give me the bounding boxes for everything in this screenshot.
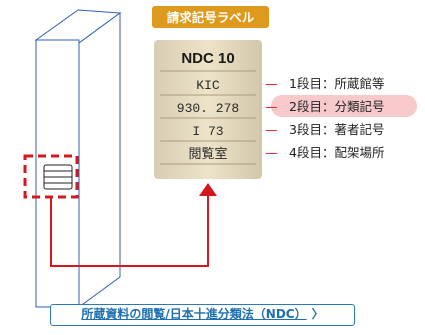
sticker-row-ndc: NDC 10 <box>181 50 234 67</box>
connector-arrow <box>50 183 217 267</box>
label-text-1: 1段目：所蔵館等 <box>289 76 384 91</box>
sticker-row-4: 閲覧室 <box>188 146 227 162</box>
spine-label <box>43 164 73 190</box>
label-dash-1: — <box>265 76 278 91</box>
label-dash-4: — <box>265 145 278 160</box>
label-sticker: NDC 10 KIC 930. 278 I 73 閲覧室 <box>154 40 262 179</box>
label-dash-2: — <box>265 99 278 114</box>
label-row-1: — 1段目：所蔵館等 <box>265 76 384 91</box>
label-highlight <box>271 95 417 117</box>
sticker-row-3: I 73 <box>192 124 223 139</box>
arrow-head-icon <box>199 183 217 196</box>
book-side <box>78 12 121 308</box>
label-row-2: — 2段目：分類記号 <box>265 99 384 114</box>
label-text-2: 2段目：分類記号 <box>289 99 384 114</box>
sticker-row-1: KIC <box>196 78 220 93</box>
title-badge: 請求記号ラベル <box>152 6 269 28</box>
label-text-3: 3段目：著者記号 <box>289 122 384 137</box>
ndc-link-label: 所蔵資料の閲覧/日本十進分類法（NDC） <box>81 307 307 321</box>
label-dash-3: — <box>265 122 278 137</box>
label-row-3: — 3段目：著者記号 <box>265 122 384 137</box>
ndc-link-button[interactable]: 所蔵資料の閲覧/日本十進分類法（NDC） 〉 <box>50 304 355 326</box>
sticker-row-2: 930. 278 <box>177 101 239 116</box>
label-text-4: 4段目：配架場所 <box>289 145 384 160</box>
chevron-right-icon: 〉 <box>311 307 324 321</box>
title-text: 請求記号ラベル <box>167 10 255 25</box>
label-row-4: — 4段目：配架場所 <box>265 145 384 160</box>
